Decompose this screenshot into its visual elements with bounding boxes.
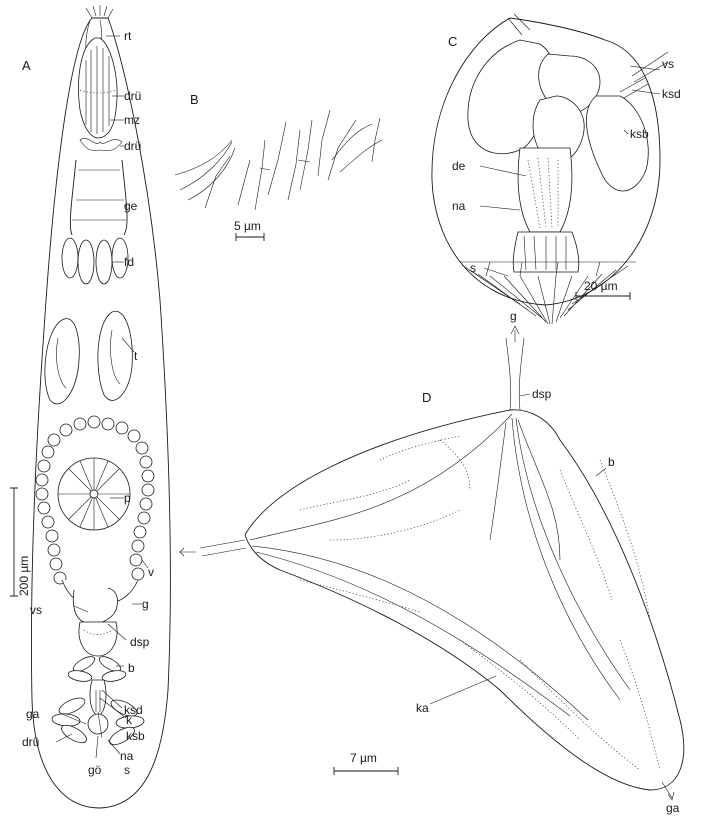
panel-c-leaders [479, 65, 661, 277]
panel-b-labels: B 5 µm [190, 92, 265, 241]
label-c-na: na [452, 199, 466, 213]
label-go: gö [88, 763, 102, 777]
label-vs: vs [30, 603, 42, 617]
label-c-vs: vs [662, 57, 674, 71]
scale-bar-d [333, 767, 399, 775]
label-dsp: dsp [130, 635, 150, 649]
panel-d-labels: D g dsp b ka ga 7 µm [333, 309, 680, 815]
panel-c-labels: C vs ksd ksb de na s 20 µm [448, 34, 681, 300]
panel-d-drawing [179, 325, 685, 801]
scale-bar-b [235, 233, 265, 241]
label-c-de: de [452, 159, 466, 173]
panel-a-letter: A [22, 58, 31, 73]
label-c-s: s [470, 261, 476, 275]
label-rt: rt [124, 29, 132, 43]
label-v: v [148, 565, 154, 579]
panel-b-drawing [174, 109, 383, 211]
panel-a-leaders [55, 35, 149, 759]
label-dru-middle: drü [124, 139, 141, 153]
panel-d-leaders [429, 393, 607, 705]
panel-b-letter: B [190, 92, 199, 107]
label-fd: fd [124, 255, 134, 269]
label-t: t [134, 349, 138, 363]
label-dru-upper: drü [124, 89, 141, 103]
label-c-ksd: ksd [662, 87, 681, 101]
label-d-b: b [608, 455, 615, 469]
label-na: na [120, 749, 134, 763]
label-d-dsp: dsp [532, 387, 552, 401]
scale-bar-b-label: 5 µm [234, 219, 261, 233]
label-d-g: g [510, 309, 517, 323]
scale-bar-d-label: 7 µm [350, 751, 377, 765]
label-ge: ge [124, 199, 138, 213]
label-ksb: ksb [126, 729, 145, 743]
panel-c-letter: C [448, 34, 457, 49]
scale-bar-a: 200 µm [10, 487, 31, 597]
label-d-ga: ga [666, 801, 680, 815]
label-b: b [128, 661, 135, 675]
scale-bar-a-label: 200 µm [17, 556, 31, 596]
scale-bar-c [575, 292, 631, 300]
panel-d-letter: D [422, 390, 431, 405]
label-g: g [142, 597, 149, 611]
label-s: s [124, 763, 130, 777]
label-ga: ga [26, 707, 40, 721]
label-c-ksb: ksb [630, 127, 649, 141]
panel-a-drawing [31, 5, 171, 809]
label-ksd: ksd [124, 703, 143, 717]
label-d-ka: ka [416, 701, 429, 715]
label-k: k [126, 713, 133, 727]
scale-bar-c-label: 20 µm [584, 279, 618, 293]
label-p: p [124, 491, 131, 505]
label-mz: mz [124, 113, 140, 127]
panel-c-drawing [431, 13, 669, 325]
panel-a-labels: A rt drü mz drü ge fd t p v g dsp vs b k… [22, 29, 154, 777]
label-dru-lower: drü [22, 735, 39, 749]
